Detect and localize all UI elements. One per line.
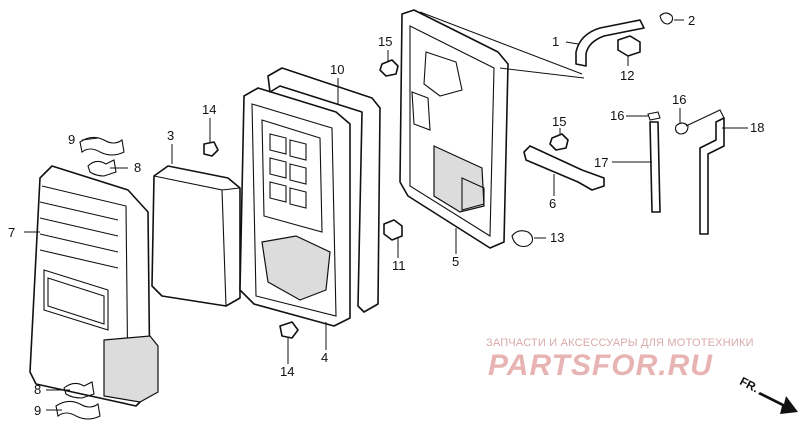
callout-8-bottom: 8 <box>34 382 41 397</box>
part-5-base-plate <box>399 9 509 249</box>
part-14-nut-bottom <box>279 321 299 339</box>
callout-16-right: 16 <box>672 92 686 107</box>
part-6-bracket <box>523 145 605 191</box>
part-4-filter-housing <box>239 87 351 327</box>
part-13-clip <box>511 230 534 248</box>
part-10-gasket <box>267 67 381 313</box>
leader-lines <box>24 19 748 411</box>
part-1-breather-tube <box>575 19 645 67</box>
part-9-clip-bottom <box>55 400 101 420</box>
callout-8-top: 8 <box>134 160 141 175</box>
callout-17: 17 <box>594 155 608 170</box>
callout-16-left: 16 <box>610 108 624 123</box>
watermark-logo: PARTSFOR.RU <box>488 349 713 382</box>
callout-15-mid: 15 <box>552 114 566 129</box>
part-16-clip-a <box>647 111 661 121</box>
part-2-clamp <box>659 12 674 25</box>
part-8-clip-bottom <box>63 381 95 399</box>
part-15-nut-top <box>379 59 399 77</box>
part-3-foam-element <box>151 165 241 307</box>
callout-5: 5 <box>452 254 459 269</box>
callout-9-top: 9 <box>68 132 75 147</box>
part-16-clip-b <box>674 122 689 135</box>
part-9-clip-top <box>79 136 125 156</box>
callout-11: 11 <box>392 258 406 273</box>
front-direction-arrow <box>758 392 798 414</box>
callout-6: 6 <box>549 196 556 211</box>
callout-1: 1 <box>552 34 559 49</box>
callout-9-bottom: 9 <box>34 403 41 418</box>
callout-7: 7 <box>8 225 15 240</box>
part-12-grommet <box>617 35 641 57</box>
part-11-collar <box>383 219 403 241</box>
watermark-caption: ЗАПЧАСТИ И АКСЕССУАРЫ ДЛЯ МОТОТЕХНИКИ <box>486 337 754 349</box>
callout-13: 13 <box>550 230 564 245</box>
callout-3: 3 <box>167 128 174 143</box>
callout-2: 2 <box>688 13 695 28</box>
callout-18: 18 <box>750 120 764 135</box>
part-7-cover <box>29 165 159 407</box>
callout-14-top: 14 <box>202 102 216 117</box>
part-15-nut-mid <box>549 133 569 151</box>
callout-4: 4 <box>321 350 328 365</box>
callout-15-top: 15 <box>378 34 392 49</box>
callout-14-bottom: 14 <box>280 364 294 379</box>
part-18-bent-tube <box>685 109 725 235</box>
part-17-tube <box>649 121 661 213</box>
part-8-clip-top <box>87 159 117 177</box>
part-14-nut-top <box>203 141 219 157</box>
callout-12: 12 <box>620 68 634 83</box>
callout-10: 10 <box>330 62 344 77</box>
